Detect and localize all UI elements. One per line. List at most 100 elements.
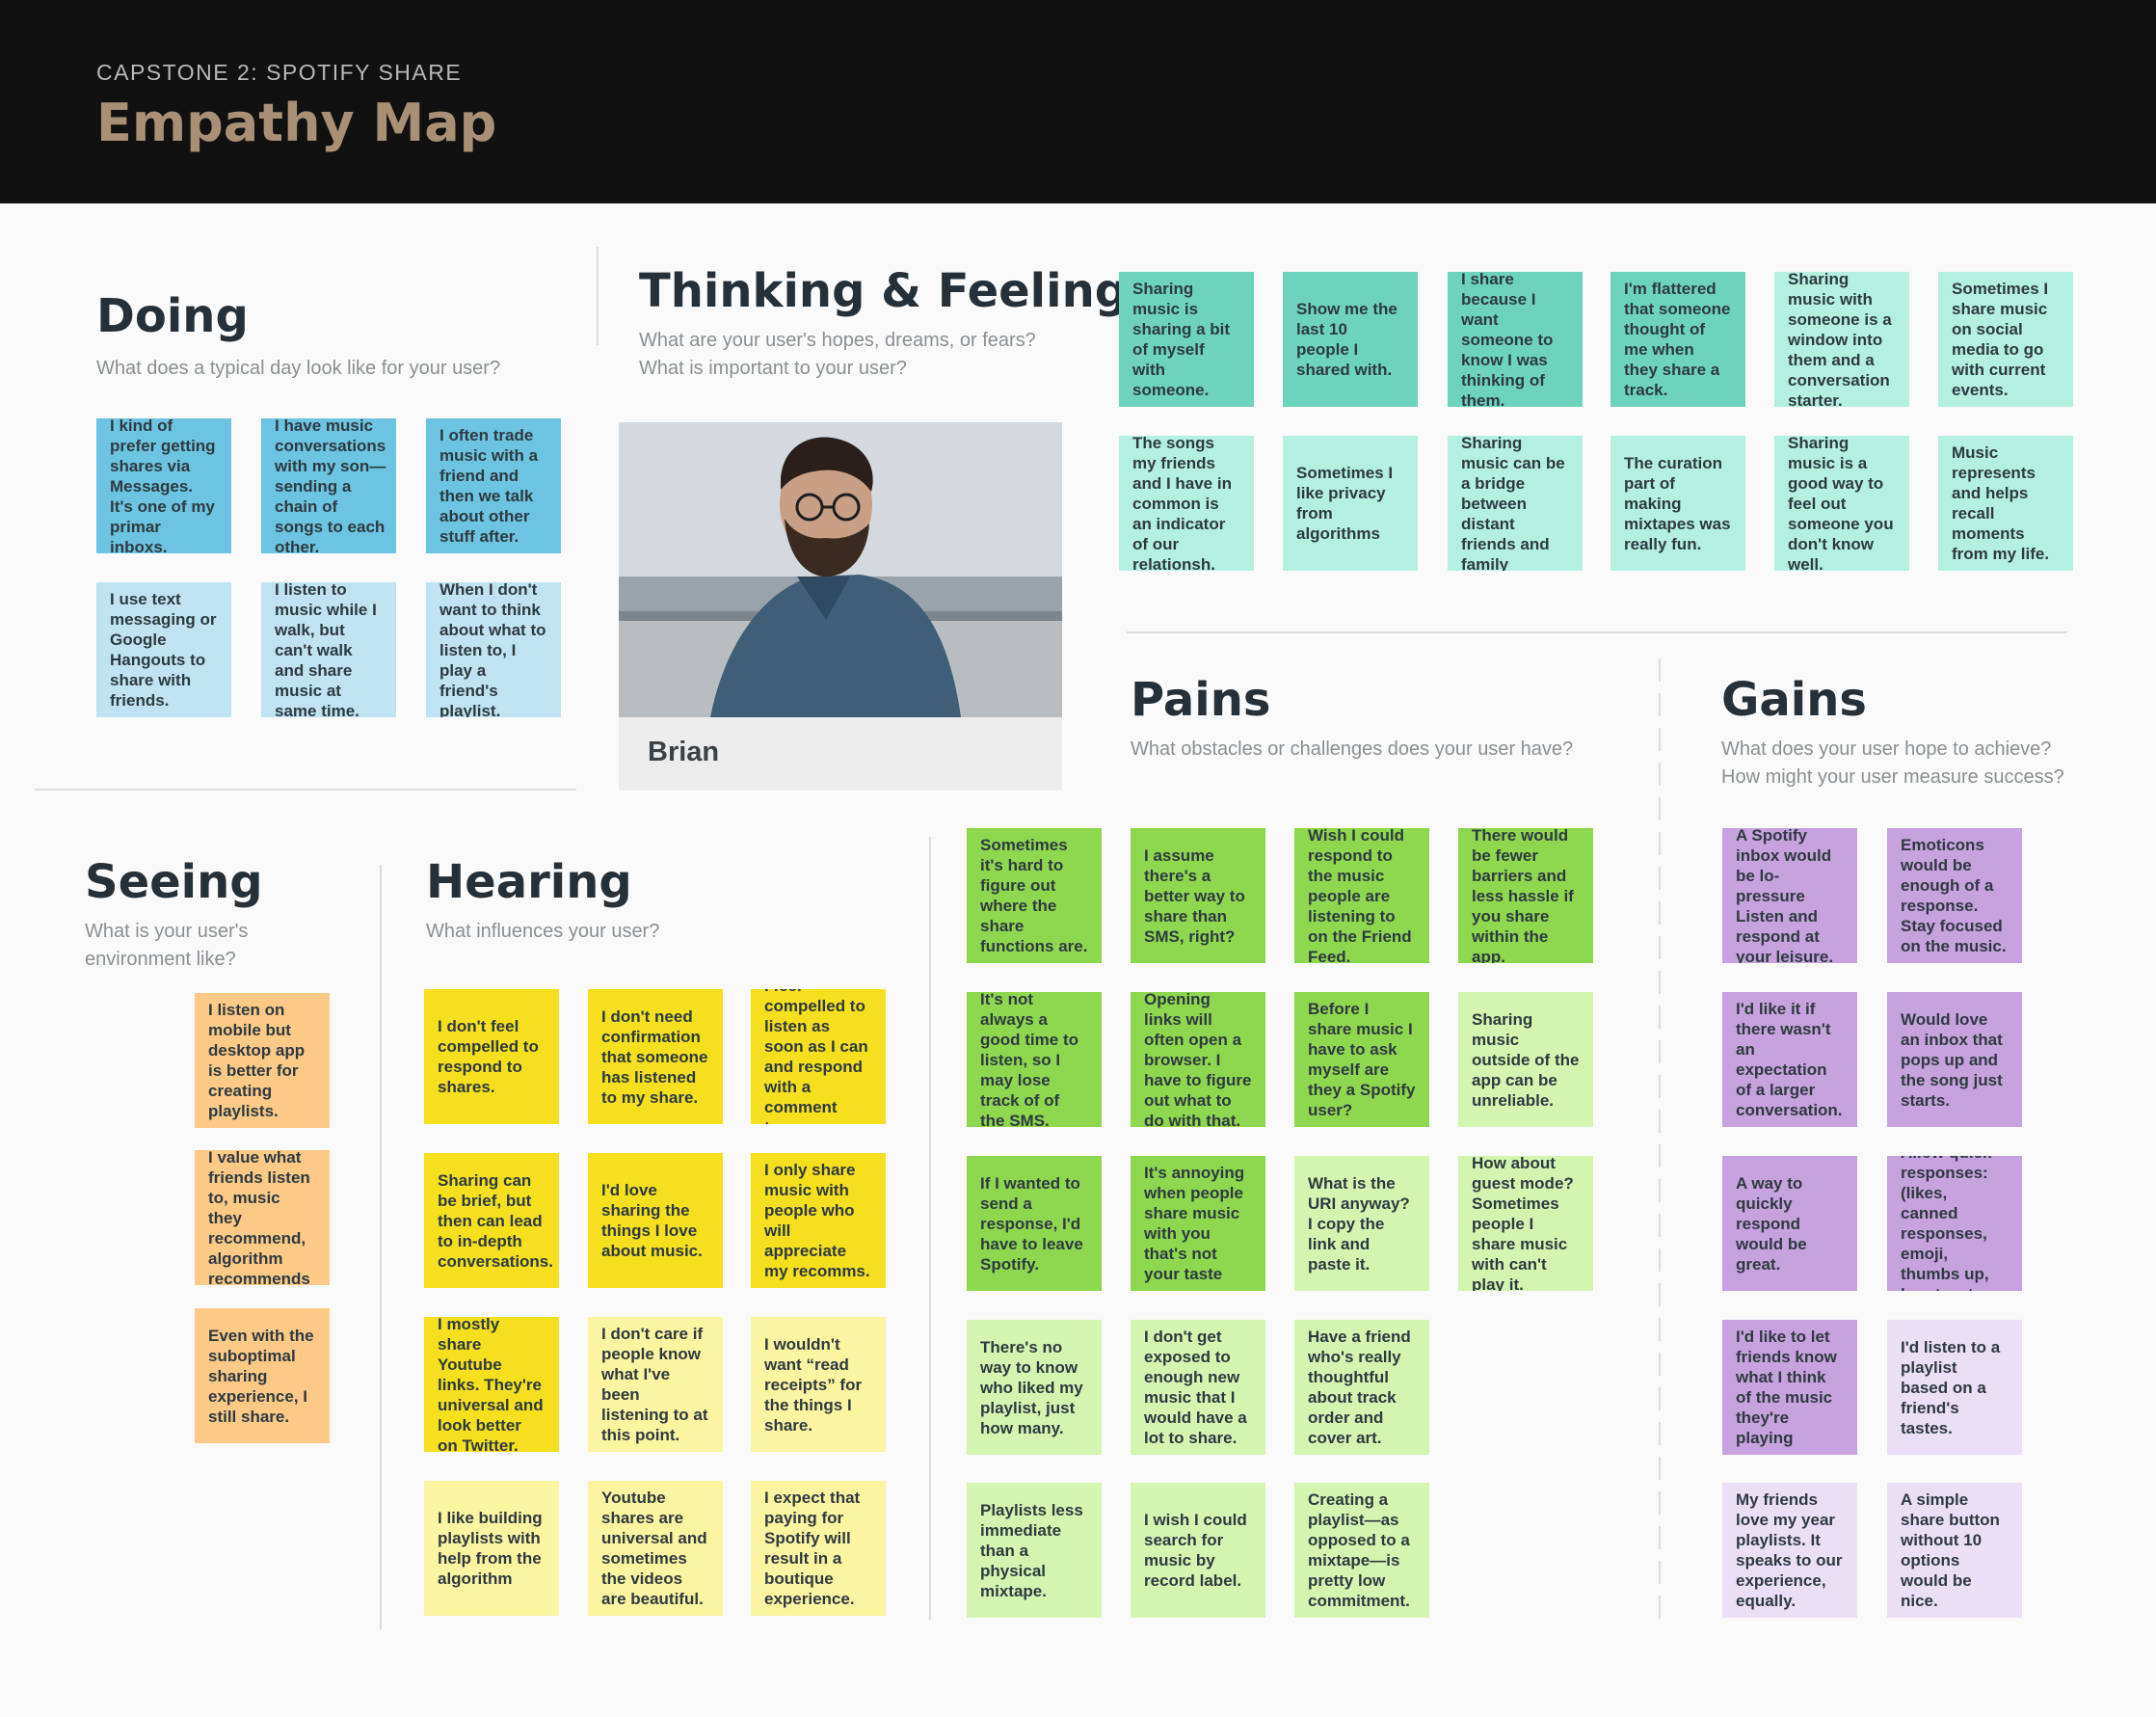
pains-note[interactable]: There would be fewer barriers and less h… [1458, 828, 1593, 963]
thinking-note[interactable]: Music represents and helps recall moment… [1938, 436, 2073, 571]
seeing-note[interactable]: I value what friends listen to, music th… [195, 1150, 330, 1285]
thinking-note-text: Sharing music can be a bridge between di… [1461, 436, 1565, 571]
thinking-note[interactable]: I share because I want someone to know I… [1448, 272, 1583, 407]
gains-note[interactable]: I'd like to let friends know what I thin… [1722, 1320, 1857, 1455]
seeing-title: Seeing [85, 855, 263, 909]
pains-note[interactable]: I wish I could search for music by recor… [1131, 1483, 1265, 1618]
hearing-note-text: I expect that paying for Spotify will re… [764, 1489, 861, 1608]
seeing-note[interactable]: I listen on mobile but desktop app is be… [195, 993, 330, 1128]
hearing-note[interactable]: I feel compelled to listen as soon as I … [751, 989, 886, 1124]
hearing-note[interactable]: I'd love sharing the things I love about… [588, 1153, 723, 1288]
pains-note-text: I wish I could search for music by recor… [1144, 1511, 1247, 1590]
gains-note[interactable]: A Spotify inbox would be lo-pressure Lis… [1722, 828, 1857, 963]
pains-note[interactable]: Before I share music I have to ask mysel… [1294, 992, 1429, 1127]
doing-note[interactable]: I use text messaging or Google Hangouts … [96, 582, 231, 717]
hearing-title: Hearing [426, 855, 632, 909]
hearing-note[interactable]: I only share music with people who will … [751, 1153, 886, 1288]
hearing-note[interactable]: I don't care if people know what I've be… [588, 1317, 723, 1452]
doing-note-text: I use text messaging or Google Hangouts … [110, 590, 217, 710]
pains-note[interactable]: Wish I could respond to the music people… [1294, 828, 1429, 963]
divider-doing-thinking [597, 247, 599, 345]
seeing-note[interactable]: Even with the suboptimal sharing experie… [195, 1308, 330, 1443]
gains-note-text: My friends love my year playlists. It sp… [1736, 1490, 1843, 1610]
persona-illustration [619, 422, 1062, 717]
pains-note[interactable]: Sometimes it's hard to figure out where … [967, 828, 1102, 963]
gains-note[interactable]: Would love an inbox that pops up and the… [1887, 992, 2022, 1127]
pains-description: What obstacles or challenges does your u… [1131, 738, 1574, 760]
pains-note[interactable]: I don't get exposed to enough new music … [1131, 1320, 1265, 1455]
thinking-title: Thinking & Feeling [639, 264, 1129, 318]
thinking-note[interactable]: Sharing music with someone is a window i… [1774, 272, 1909, 407]
gains-note-text: A Spotify inbox would be lo-pressure Lis… [1736, 828, 1834, 963]
gains-description: What does your user hope to achieve? How… [1721, 738, 2064, 788]
pains-note-text: It's not always a good time to listen, s… [980, 992, 1078, 1127]
thinking-note-text: The curation part of making mixtapes was… [1624, 453, 1731, 553]
pains-note[interactable]: Sharing music outside of the app can be … [1458, 992, 1593, 1127]
doing-note-text: I kind of prefer getting shares via Mess… [110, 418, 216, 553]
pains-note-text: Playlists less immediate than a physical… [980, 1500, 1083, 1600]
pains-title: Pains [1131, 673, 1271, 727]
pains-note[interactable]: Creating a playlist—as opposed to a mixt… [1294, 1483, 1429, 1618]
persona-photo [619, 422, 1062, 717]
gains-note[interactable]: Emoticons would be enough of a response.… [1887, 828, 2022, 963]
hearing-note[interactable]: I wouldn't want “read receipts” for the … [751, 1317, 886, 1452]
header-title: Empathy Map [96, 93, 497, 153]
thinking-note[interactable]: Sharing music can be a bridge between di… [1448, 436, 1583, 571]
hearing-note-text: I don't feel compelled to respond to sha… [438, 1017, 539, 1096]
seeing-note-text: I listen on mobile but desktop app is be… [208, 1001, 306, 1120]
pains-note[interactable]: What is the URI anyway? I copy the link … [1294, 1156, 1429, 1291]
doing-note[interactable]: I have music conversations with my son—s… [261, 418, 396, 553]
hearing-note-text: I feel compelled to listen as soon as I … [764, 989, 868, 1124]
seeing-note-text: Even with the suboptimal sharing experie… [208, 1326, 314, 1426]
pains-note-text: There's no way to know who liked my play… [980, 1337, 1083, 1437]
pains-note[interactable]: I assume there's a better way to share t… [1131, 828, 1265, 963]
pains-note[interactable]: It's annoying when people share music wi… [1131, 1156, 1265, 1291]
thinking-note-text: Sometimes I share music on social media … [1952, 280, 2049, 399]
hearing-note[interactable]: I don't feel compelled to respond to sha… [424, 989, 559, 1124]
gains-note[interactable]: I'd like it if there wasn't an expectati… [1722, 992, 1857, 1127]
pains-note[interactable]: Opening links will often open a browser.… [1131, 992, 1265, 1127]
pains-note-text: Opening links will often open a browser.… [1144, 992, 1252, 1127]
hearing-note[interactable]: I expect that paying for Spotify will re… [751, 1481, 886, 1616]
thinking-note[interactable]: Show me the last 10 people I shared with… [1283, 272, 1418, 407]
gains-note[interactable]: A way to quickly respond would be great. [1722, 1156, 1857, 1291]
divider-seeing-hearing [380, 865, 382, 1629]
thinking-note[interactable]: The songs my friends and I have in commo… [1119, 436, 1254, 571]
thinking-note-text: I share because I want someone to know I… [1461, 272, 1554, 407]
thinking-note[interactable]: The curation part of making mixtapes was… [1610, 436, 1745, 571]
thinking-note[interactable]: Sometimes I like privacy from algorithms [1283, 436, 1418, 571]
thinking-note[interactable]: Sharing music is a good way to feel out … [1774, 436, 1909, 571]
gains-note-text: Would love an inbox that pops up and the… [1901, 1009, 2003, 1110]
pains-note[interactable]: How about guest mode? Sometimes people I… [1458, 1156, 1593, 1291]
gains-note[interactable]: Allow quick responses: (likes, canned re… [1887, 1156, 2022, 1291]
gains-note[interactable]: My friends love my year playlists. It sp… [1722, 1483, 1857, 1618]
pains-note[interactable]: There's no way to know who liked my play… [967, 1320, 1102, 1455]
gains-note-text: Allow quick responses: (likes, canned re… [1901, 1156, 1991, 1291]
thinking-note[interactable]: I'm flattered that someone thought of me… [1610, 272, 1745, 407]
pains-note[interactable]: Have a friend who's really thoughtful ab… [1294, 1320, 1429, 1455]
gains-note[interactable]: I'd listen to a playlist based on a frie… [1887, 1320, 2022, 1455]
gains-note-text: I'd listen to a playlist based on a frie… [1901, 1337, 2001, 1437]
pains-note[interactable]: It's not always a good time to listen, s… [967, 992, 1102, 1127]
thinking-note[interactable]: Sometimes I share music on social media … [1938, 272, 2073, 407]
gains-title: Gains [1721, 673, 1867, 727]
doing-note[interactable]: I listen to music while I walk, but can'… [261, 582, 396, 717]
thinking-description: What are your user's hopes, dreams, or f… [639, 330, 1036, 379]
gains-note[interactable]: A simple share button without 10 options… [1887, 1483, 2022, 1618]
doing-note-text: I often trade music with a friend and th… [439, 426, 539, 546]
thinking-note[interactable]: Sharing music is sharing a bit of myself… [1119, 272, 1254, 407]
doing-note[interactable]: I often trade music with a friend and th… [426, 418, 561, 553]
hearing-note[interactable]: I mostly share Youtube links. They're un… [424, 1317, 559, 1452]
doing-note[interactable]: I kind of prefer getting shares via Mess… [96, 418, 231, 553]
pains-note[interactable]: Playlists less immediate than a physical… [967, 1483, 1102, 1618]
hearing-note[interactable]: Youtube shares are universal and sometim… [588, 1481, 723, 1616]
divider-thinking-bottom [1127, 631, 2067, 633]
hearing-note[interactable]: Sharing can be brief, but then can lead … [424, 1153, 559, 1288]
doing-note[interactable]: When I don't want to think about what to… [426, 582, 561, 717]
pains-note[interactable]: If I wanted to send a response, I'd have… [967, 1156, 1102, 1291]
thinking-note-text: Sharing music is sharing a bit of myself… [1132, 280, 1231, 399]
hearing-note[interactable]: I don't need confirmation that someone h… [588, 989, 723, 1124]
doing-description: What does a typical day look like for yo… [96, 358, 501, 379]
hearing-note[interactable]: I like building playlists with help from… [424, 1481, 559, 1616]
pains-note-text: There would be fewer barriers and less h… [1472, 828, 1574, 963]
